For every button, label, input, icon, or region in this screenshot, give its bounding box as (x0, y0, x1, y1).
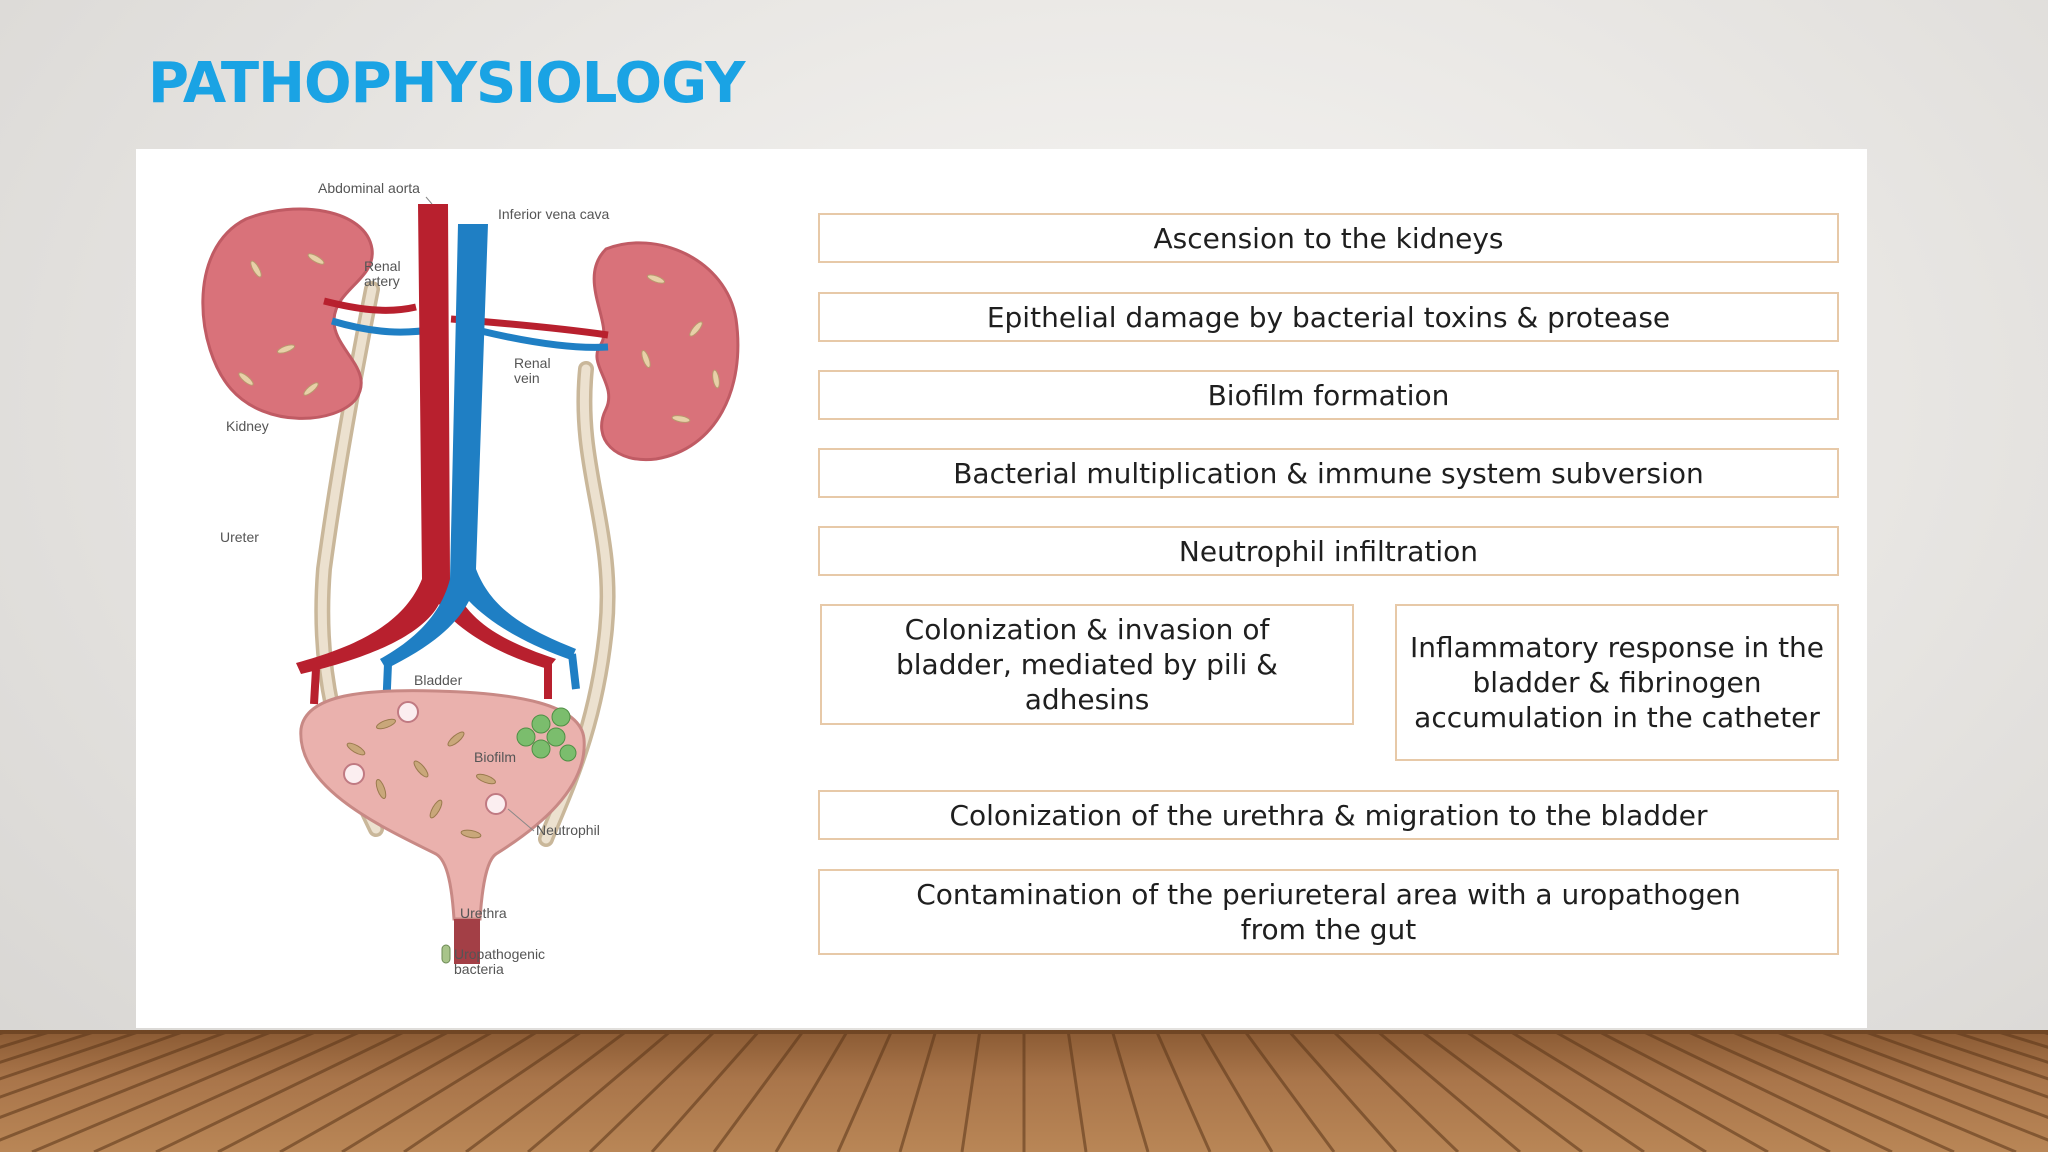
label-inferior-vena-cava: Inferior vena cava (498, 206, 609, 222)
step-biofilm-formation-box: Biofilm formation (818, 370, 1839, 420)
urethra (454, 919, 480, 964)
label-urethra: Urethra (460, 905, 507, 921)
label-renal-vein-2: vein (514, 370, 540, 386)
floor-planks (0, 1030, 2048, 1152)
bladder-bacteria (346, 718, 496, 839)
content-panel: Abdominal aorta Inferior vena cava Renal… (136, 149, 1867, 1028)
label-uropathogenic-2: bacteria (454, 961, 504, 977)
renal-vein-right (480, 327, 609, 351)
label-renal-vein-1: Renal (514, 355, 551, 371)
label-uropathogenic-1: Uropathogenic (454, 946, 545, 962)
label-bladder: Bladder (414, 672, 463, 688)
label-neutrophil: Neutrophil (536, 822, 600, 838)
label-renal-artery-2: artery (364, 273, 400, 289)
abdominal-aorta (296, 204, 556, 674)
label-abdominal-aorta: Abdominal aorta (318, 180, 420, 196)
biofilm-cluster (516, 707, 577, 762)
label-biofilm: Biofilm (474, 749, 516, 765)
step-bacterial-multiplication-box: Bacterial multiplication & immune system… (818, 448, 1839, 498)
kidney-bacteria (238, 253, 720, 423)
step-ascension-box: Ascension to the kidneys (818, 213, 1839, 263)
step-inflammatory-response-box: Inflammatory response in the bladder & f… (1395, 604, 1839, 761)
slide-title: PATHOPHYSIOLOGY (148, 51, 745, 116)
neutrophils (343, 701, 507, 815)
step-colonization-urethra-box: Colonization of the urethra & migration … (818, 790, 1839, 840)
wood-floor-decoration (0, 1030, 2048, 1152)
label-ureter: Ureter (220, 529, 259, 545)
aorta-branches (310, 664, 552, 705)
step-epithelial-damage-box: Epithelial damage by bacterial toxins & … (818, 292, 1839, 342)
renal-artery-left (323, 297, 417, 314)
legend-bacterium-icon (441, 944, 451, 964)
right-kidney (592, 241, 740, 462)
inferior-vena-cava (380, 224, 576, 669)
label-renal-artery-1: Renal (364, 258, 401, 274)
left-kidney (201, 207, 374, 420)
step-colonization-bladder-box: Colonization & invasion of bladder, medi… (820, 604, 1354, 725)
step-neutrophil-infiltration-box: Neutrophil infiltration (818, 526, 1839, 576)
label-kidney: Kidney (226, 418, 269, 434)
step-contamination-box: Contamination of the periureteral area w… (818, 869, 1839, 955)
urinary-tract-illustration: Abdominal aorta Inferior vena cava Renal… (201, 180, 740, 977)
bladder (299, 689, 586, 921)
